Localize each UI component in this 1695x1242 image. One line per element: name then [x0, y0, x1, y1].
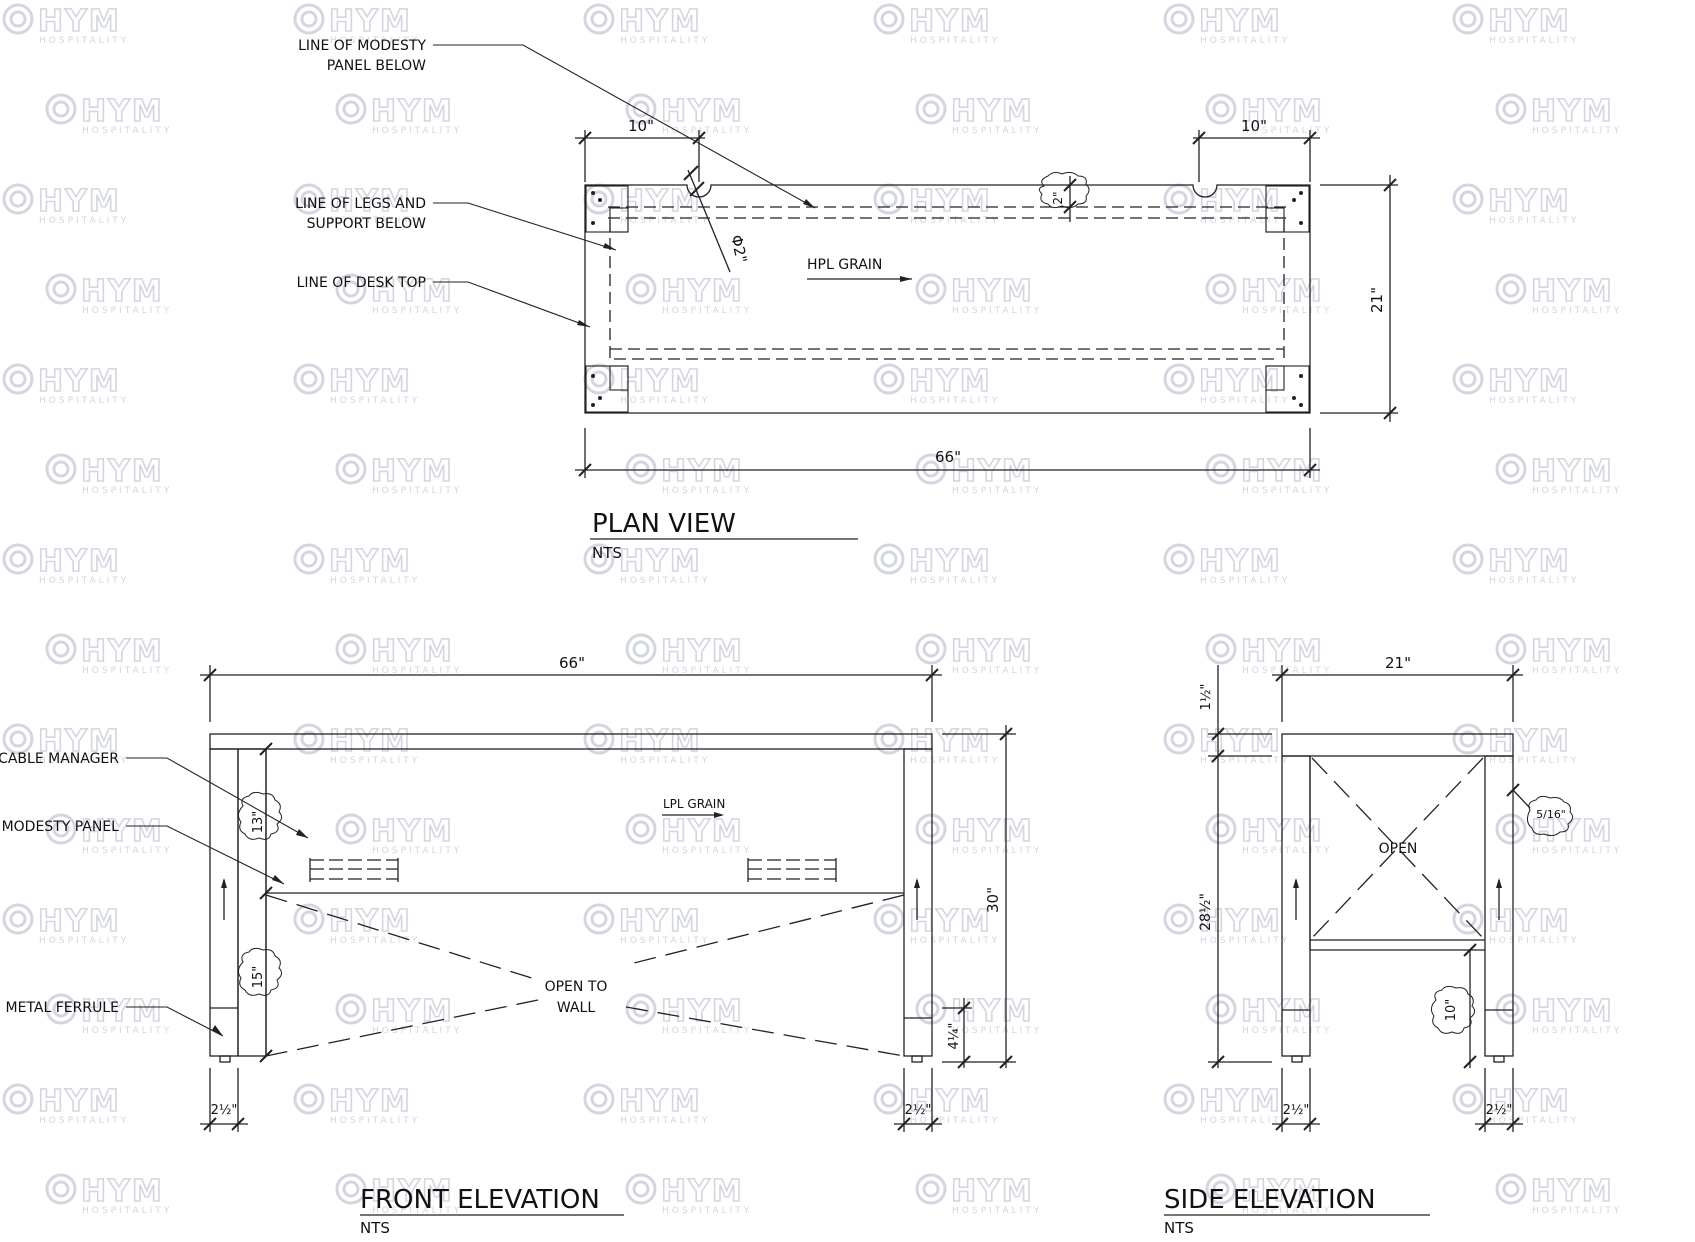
plan-support-dashed [608, 206, 1288, 360]
plan-setback [1038, 171, 1090, 222]
side-dim-stretcher-label: 10" [1444, 999, 1459, 1022]
callout-modesty-line2: PANEL BELOW [327, 58, 426, 74]
front-open-x [265, 894, 905, 1057]
callout-cable-manager: CABLE MANAGER [0, 751, 119, 767]
side-dim-vertical [1208, 665, 1272, 1069]
side-title: SIDE ELEVATION [1164, 1185, 1376, 1215]
front-title: FRONT ELEVATION [360, 1185, 600, 1215]
plan-scale: NTS [592, 544, 622, 562]
watermark-layer [2, 2, 1624, 1218]
side-open-label: OPEN [1379, 841, 1418, 857]
side-desktop [1281, 733, 1514, 757]
plan-grain-label: HPL GRAIN [807, 257, 882, 273]
front-dim-height [942, 725, 1016, 1069]
side-dim-leg-right-label: 2½" [1486, 1103, 1513, 1118]
front-dim-width-label: 66" [559, 654, 585, 672]
front-cable-manager-left [310, 859, 398, 880]
front-dim-leg-right [894, 1068, 942, 1132]
plan-leaders [433, 44, 816, 328]
side-scale: NTS [1164, 1219, 1194, 1237]
plan-title: PLAN VIEW [592, 509, 736, 539]
front-desktop [209, 733, 933, 750]
front-dim-leg-left [200, 1068, 248, 1132]
plan-text: LINE OF MODESTY PANEL BELOW LINE OF LEGS… [295, 38, 1386, 562]
front-scale: NTS [360, 1219, 390, 1237]
plan-grommet-label: Φ2" [727, 233, 750, 264]
front-dim-width [200, 665, 942, 722]
front-cable-manager-right [748, 859, 836, 880]
callout-legs-line1: LINE OF LEGS AND [295, 196, 426, 212]
front-dim-leg-right-label: 2½" [905, 1103, 932, 1118]
front-grain-label: LPL GRAIN [663, 797, 725, 811]
plan-dim-width [575, 428, 1320, 478]
side-dim-leg-height-label: 28½" [1198, 893, 1214, 931]
side-dim-leg-left [1272, 1068, 1320, 1132]
front-dim-15-label: 15" [251, 966, 266, 989]
side-text: OPEN 21" 1½" 28½" 5/16" 10" 2½" 2½" SIDE… [1164, 654, 1566, 1237]
side-dim-top-label: 1½" [1199, 684, 1214, 711]
front-dim-ferrule [942, 998, 972, 1069]
callout-metal-ferrule: METAL FERRULE [6, 1000, 119, 1016]
side-dim-leg-right [1475, 1068, 1523, 1132]
callout-modesty-line1: LINE OF MODESTY [298, 38, 426, 54]
plan-corner-brackets [585, 185, 1310, 413]
front-elevation [126, 665, 1016, 1216]
plan-setback-label: 2" [1051, 191, 1065, 204]
plan-grommet-leader [683, 165, 731, 273]
front-dim-height-label: 30" [984, 887, 1002, 913]
callout-legs-line2: SUPPORT BELOW [307, 216, 427, 232]
plan-dim-depth [1320, 175, 1398, 422]
front-dim-ferrule-label: 4¼" [947, 1023, 962, 1050]
plan-dim-depth-label: 21" [1368, 287, 1386, 313]
front-open-line1: OPEN TO [545, 979, 608, 995]
front-dim-13-label: 13" [251, 811, 266, 834]
side-open-x [1311, 757, 1484, 939]
front-open-line2: WALL [557, 1000, 595, 1016]
callout-desktop: LINE OF DESK TOP [297, 275, 426, 291]
plan-dim-left-label: 10" [628, 117, 654, 135]
plan-dim-left-offset [575, 130, 706, 182]
front-dim-leg-left-label: 2½" [211, 1103, 238, 1118]
side-dim-width [1272, 665, 1523, 722]
front-text: CABLE MANAGER MODESTY PANEL METAL FERRUL… [0, 654, 1002, 1237]
plan-dim-right-label: 10" [1241, 117, 1267, 135]
callout-modesty-panel: MODESTY PANEL [2, 819, 120, 835]
side-dim-panel-label: 5/16" [1536, 808, 1566, 821]
side-elevation [1164, 665, 1574, 1216]
side-dim-leg-left-label: 2½" [1283, 1103, 1310, 1118]
plan-dim-right-offset [1192, 130, 1320, 182]
plan-dim-width-label: 66" [935, 448, 961, 466]
front-leaders [126, 757, 309, 1037]
side-dim-width-label: 21" [1385, 654, 1411, 672]
plan-view [433, 44, 1398, 540]
